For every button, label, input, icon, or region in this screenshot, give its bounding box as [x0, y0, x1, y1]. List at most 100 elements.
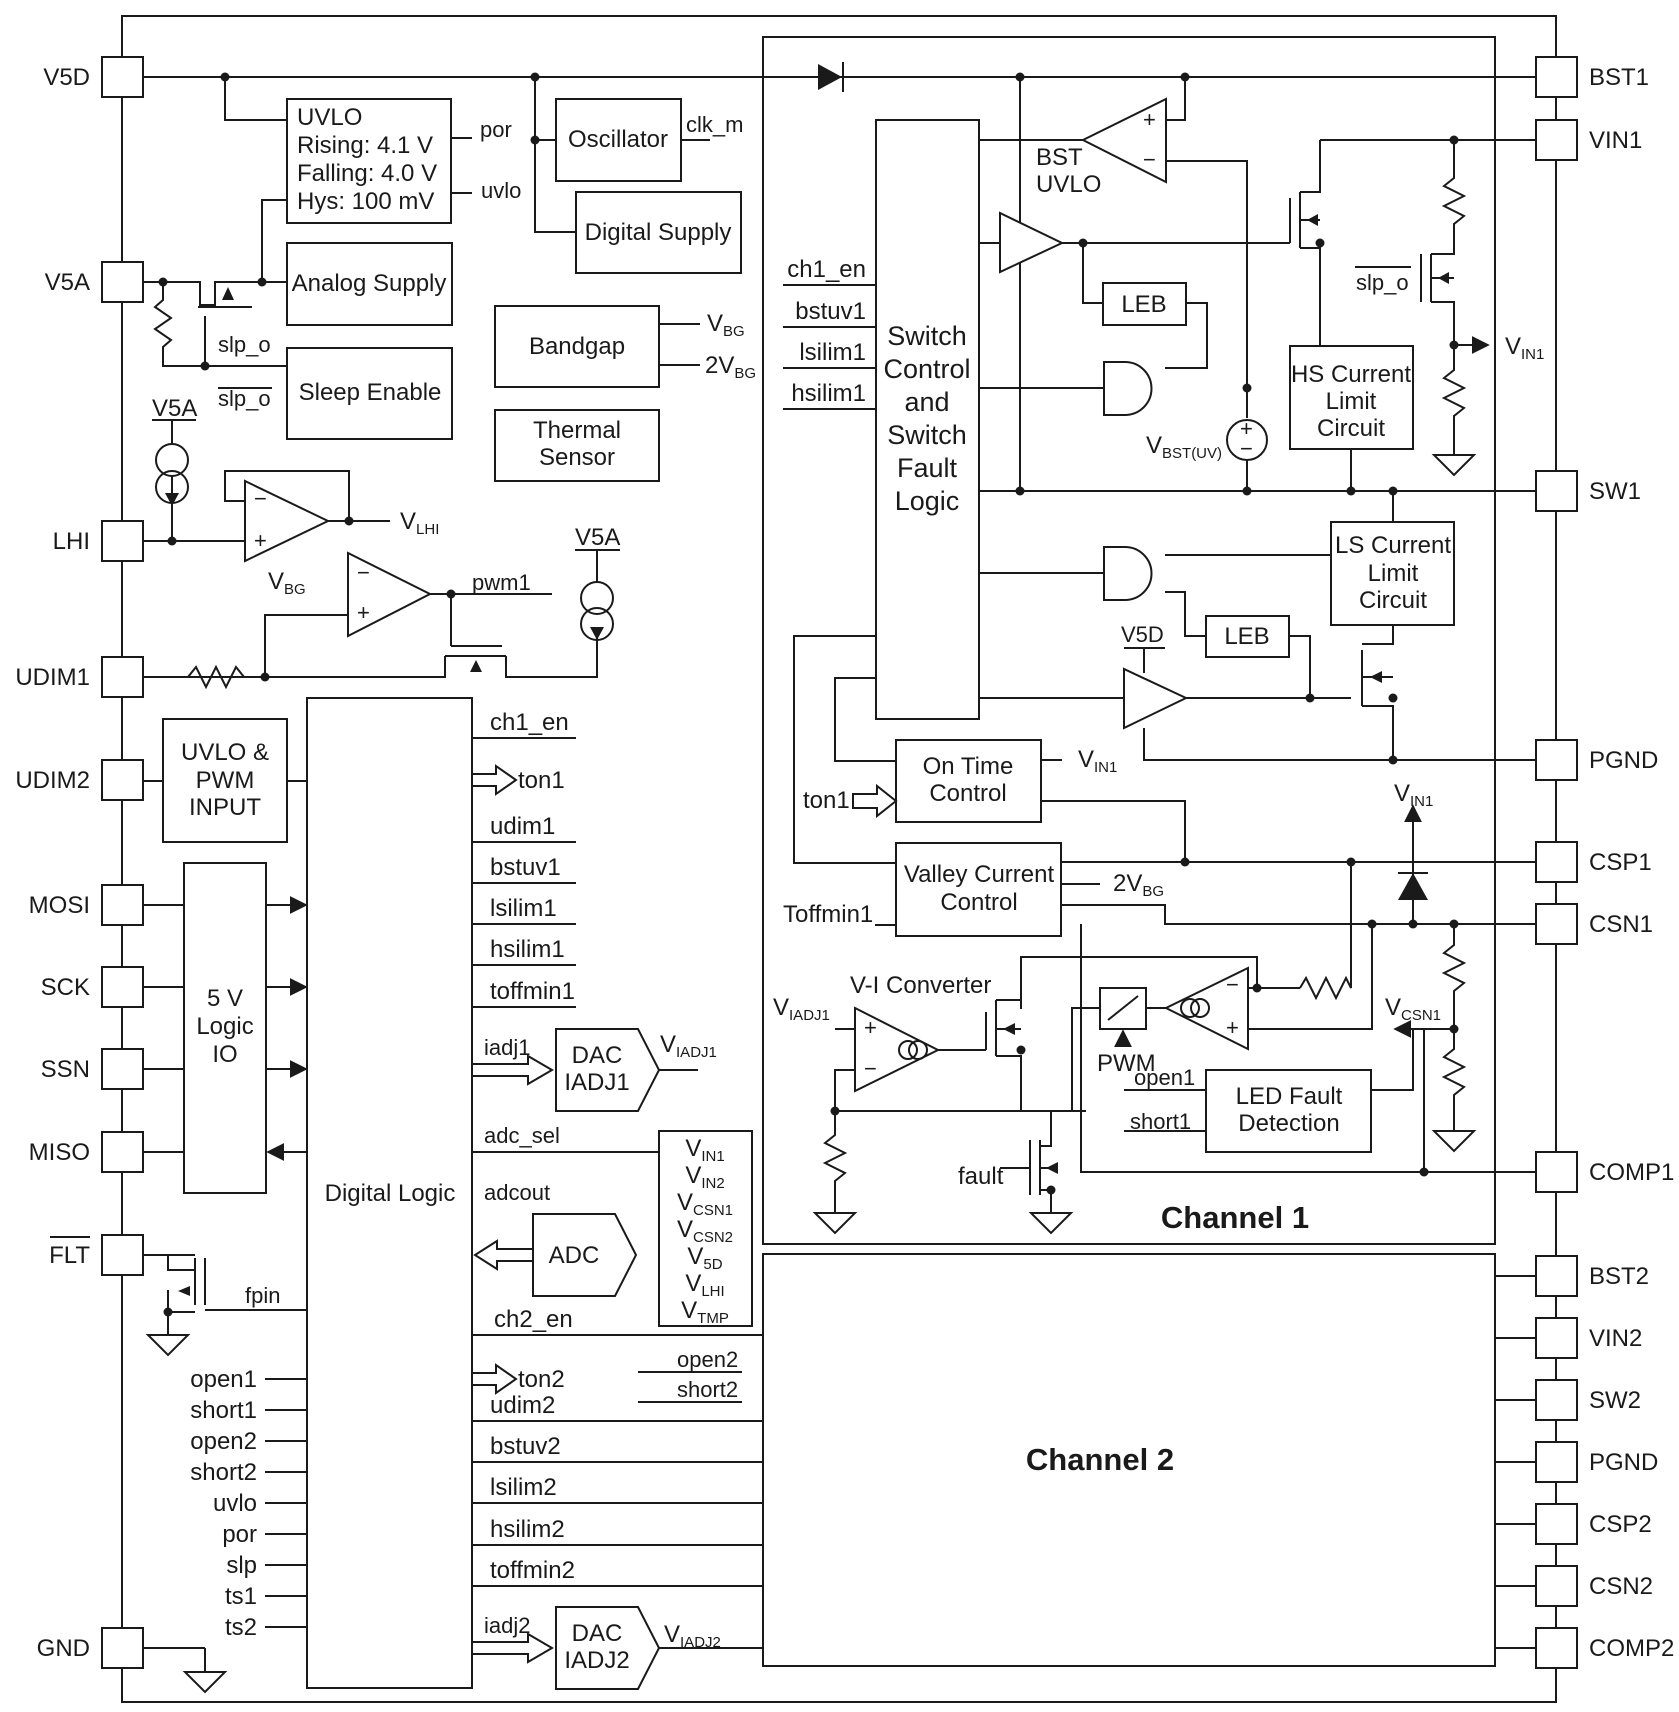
- pin-vin2: [1535, 1317, 1578, 1359]
- dl-bottom-outputs: ch2_enton2udim2bstuv2lsilim2hsilim2toffm…: [471, 1306, 763, 1587]
- pwm-switch-label: PWM: [1097, 1050, 1156, 1077]
- uvlo-rising: Rising: 4.1 V: [297, 132, 433, 159]
- oscillator-block: [555, 98, 682, 182]
- pin-comp1: [1535, 1151, 1578, 1193]
- dac1-label-2: IADJ1: [564, 1069, 629, 1096]
- short2-label-ch2: short2: [677, 1377, 738, 1402]
- svg-text:−: −: [864, 1056, 877, 1081]
- svg-text:−: −: [1226, 972, 1239, 997]
- vi-converter-label: V-I Converter: [850, 972, 991, 999]
- pin-miso: [101, 1131, 144, 1173]
- pin-label-csp2: CSP2: [1589, 1511, 1652, 1538]
- slp-o-label-2: slp_o: [218, 386, 271, 411]
- vbg-comp-label: VBG: [268, 568, 306, 598]
- leb-ls-label: LEB: [1224, 623, 1269, 650]
- dl-output-ch2_en: ch2_en: [494, 1306, 573, 1333]
- clk-m-label: clk_m: [686, 112, 743, 137]
- logic-io-label-3: IO: [212, 1041, 237, 1068]
- ls-and-gate: [1103, 546, 1153, 601]
- pin-label-csn1: CSN1: [1589, 911, 1653, 938]
- dl-output-toffmin1: toffmin1: [490, 978, 575, 1005]
- dl-output-bstuv1: bstuv1: [490, 854, 561, 881]
- thermal-sensor-block: [494, 409, 660, 482]
- adc-label: ADC: [549, 1242, 600, 1269]
- dac1-block: [555, 1028, 661, 1112]
- pin-label-comp1: COMP1: [1589, 1159, 1674, 1186]
- svg-text:−: −: [357, 560, 370, 585]
- switch-input-lsilim1: lsilim1: [799, 339, 866, 366]
- iadj2-label: iadj2: [484, 1613, 530, 1638]
- viadj1-label: VIADJ1: [660, 1031, 717, 1061]
- dl-output-bstuv2: bstuv2: [490, 1433, 561, 1460]
- dl-input-ts1: ts1: [225, 1583, 257, 1610]
- vin1-diode-label: VIN1: [1394, 780, 1433, 810]
- pin-pgnd: [1535, 1441, 1578, 1483]
- pin-csp2: [1535, 1503, 1578, 1545]
- svg-text:−: −: [1143, 147, 1156, 172]
- uvlo-out-label: uvlo: [481, 178, 521, 203]
- pin-label-csp1: CSP1: [1589, 849, 1652, 876]
- pin-label-pgnd: PGND: [1589, 747, 1658, 774]
- pin-label-flt: FLT: [49, 1242, 90, 1269]
- led-fault-label-1: LED Fault: [1236, 1083, 1343, 1110]
- switch-input-bstuv1: bstuv1: [795, 298, 866, 325]
- ground-vin-div: [1431, 454, 1477, 477]
- vin1-ontime-label: VIN1: [1078, 746, 1117, 776]
- toffmin1-label: Toffmin1: [783, 901, 873, 928]
- dl-output-lsilim2: lsilim2: [490, 1474, 557, 1501]
- pin-label-vin1: VIN1: [1589, 127, 1642, 154]
- adc-input-3: VCSN2: [677, 1216, 733, 1246]
- pin-label-sw1: SW1: [1589, 478, 1641, 505]
- ls-limit-label-2: Limit: [1368, 560, 1419, 587]
- pin-ssn: [101, 1048, 144, 1090]
- dl-output-ch1_en: ch1_en: [490, 709, 569, 736]
- leb-hs-block: [1102, 282, 1187, 326]
- ground-gnd: [182, 1671, 228, 1694]
- uvlo-pwm-label-1: UVLO &: [181, 739, 269, 766]
- hs-limit-label-2: Limit: [1326, 388, 1377, 415]
- hs-limit-label-1: HS Current: [1291, 361, 1411, 388]
- short1-ch1-label: short1: [1130, 1109, 1191, 1134]
- svg-text:+: +: [1143, 107, 1156, 132]
- led-fault-label-2: Detection: [1238, 1110, 1339, 1137]
- pin-label-sck: SCK: [41, 974, 90, 1001]
- v5d-ls-label: V5D: [1121, 622, 1164, 647]
- pin-csn2: [1535, 1565, 1578, 1607]
- svg-text:−: −: [1240, 436, 1253, 461]
- ls-limit-label-3: Circuit: [1359, 587, 1427, 614]
- open2-label-ch2: open2: [677, 1347, 738, 1372]
- bandgap-block: [494, 305, 660, 388]
- channel2-connections: [1495, 1275, 1536, 1649]
- supply-section: UVLO Rising: 4.1 V Falling: 4.0 V Hys: 1…: [143, 62, 1536, 482]
- dl-input-short2: short2: [190, 1459, 257, 1486]
- ton1-bus-arrow: [852, 783, 898, 819]
- hs-limit-label-3: Circuit: [1317, 415, 1385, 442]
- pin-label-lhi: LHI: [53, 528, 90, 555]
- ton2-dl-bus-arrow: [471, 1363, 518, 1395]
- dl-input-slp: slp: [226, 1552, 257, 1579]
- current-source-2: [580, 581, 614, 615]
- pin-label-bst1: BST1: [1589, 64, 1649, 91]
- logic-io-block: [183, 862, 267, 1194]
- dl-input-ts2: ts2: [225, 1614, 257, 1641]
- adc-input-2: VCSN1: [677, 1189, 733, 1219]
- sense-resistor: [1299, 862, 1352, 1001]
- ground-flt: [145, 1334, 191, 1357]
- open1-ch1-label: open1: [1134, 1065, 1195, 1090]
- hs-limit-block: [1289, 345, 1414, 450]
- pin-vin1: [1535, 119, 1578, 161]
- ton1-ch1-label: ton1: [803, 787, 850, 814]
- dl-output-ton1: ton1: [518, 767, 565, 794]
- dl-output-udim1: udim1: [490, 813, 555, 840]
- pin-label-miso: MISO: [29, 1139, 90, 1166]
- lhi-buffer: [244, 479, 331, 563]
- pin-csn1: [1535, 903, 1578, 945]
- vin1-div-label: VIN1: [1505, 333, 1544, 363]
- slp-o-label-3: slp_o: [1356, 270, 1409, 295]
- digital-logic-block: [306, 697, 473, 1689]
- channel2-label: Channel 2: [1026, 1442, 1174, 1477]
- led-fault-block: [1205, 1069, 1372, 1153]
